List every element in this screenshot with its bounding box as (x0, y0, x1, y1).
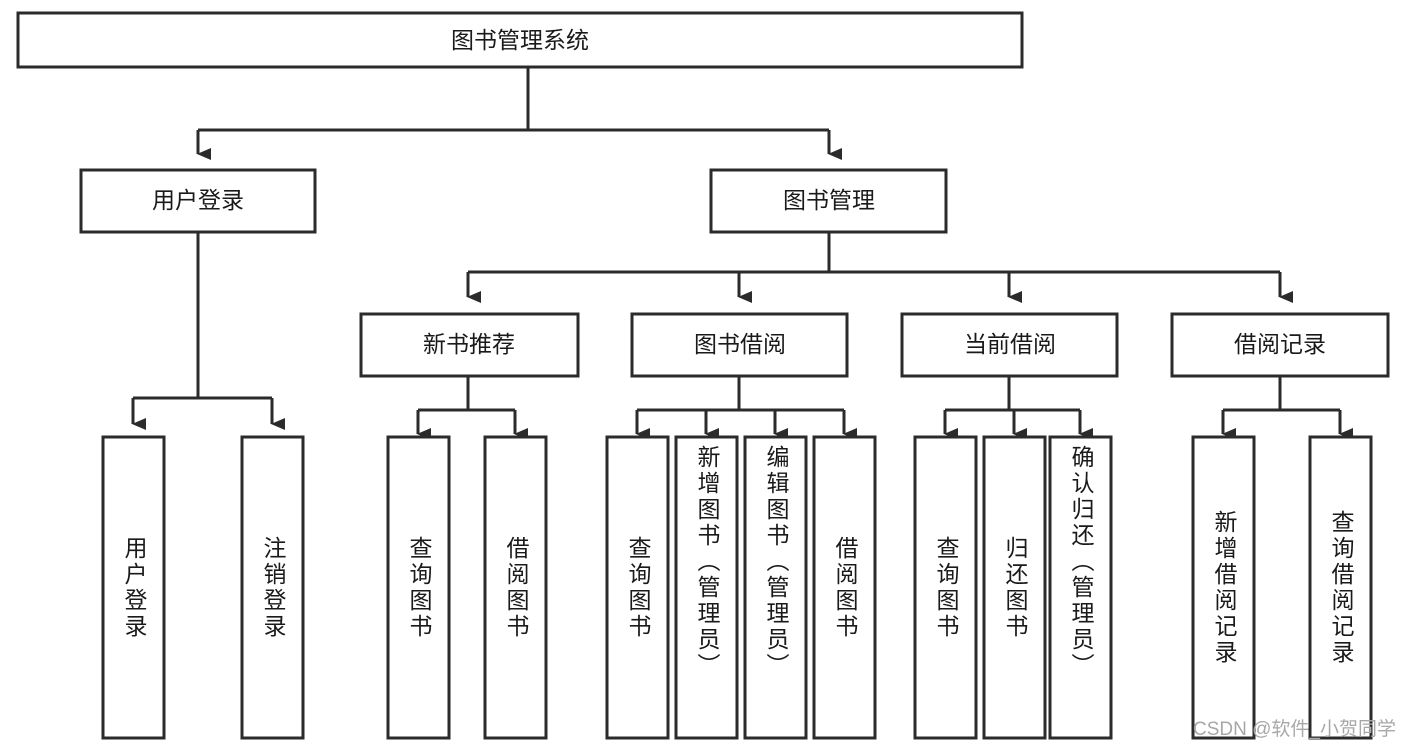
leaf-box-borrow-record-1[interactable] (1191, 435, 1256, 740)
leaf-box-user-login-1[interactable] (101, 435, 166, 740)
node-new-book-recommend-label: 新书推荐 (423, 331, 515, 357)
leaf-box-book-borrow-3[interactable] (743, 435, 808, 740)
node-root-box[interactable] (16, 11, 1024, 69)
leaf-box-new-book-2[interactable] (483, 435, 548, 740)
node-current-borrow-label: 当前借阅 (964, 331, 1056, 357)
leaf-box-borrow-record-2[interactable] (1308, 435, 1373, 740)
leaf-box-book-borrow-4[interactable] (812, 435, 877, 740)
node-book-borrow-label: 图书借阅 (694, 331, 786, 357)
node-book-borrow-box[interactable] (630, 312, 849, 378)
leaf-box-new-book-1[interactable] (386, 435, 451, 740)
leaf-box-current-borrow-2[interactable] (982, 435, 1047, 740)
leaf-box-book-borrow-2[interactable] (674, 435, 739, 740)
leaf-box-user-login-2[interactable] (240, 435, 305, 740)
leaf-box-current-borrow-3[interactable] (1048, 435, 1113, 740)
node-book-manage-box[interactable] (709, 168, 948, 234)
node-borrow-record-box[interactable] (1170, 312, 1390, 378)
node-current-borrow-box[interactable] (900, 312, 1119, 378)
node-root-label: 图书管理系统 (451, 27, 589, 53)
node-user-login-label: 用户登录 (152, 187, 244, 213)
leaf-box-book-borrow-1[interactable] (605, 435, 670, 740)
leaf-box-current-borrow-1[interactable] (913, 435, 978, 740)
watermark-text: CSDN @软件_小贺同学 (1193, 719, 1396, 740)
node-new-book-recommend-box[interactable] (359, 312, 580, 378)
node-book-manage-label: 图书管理 (783, 187, 875, 213)
node-borrow-record-label: 借阅记录 (1234, 331, 1326, 357)
